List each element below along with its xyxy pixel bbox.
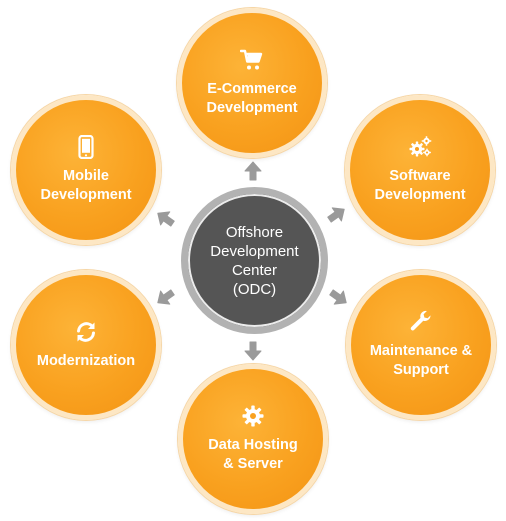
modernization-label: Modernization <box>36 352 136 369</box>
center-label-line3: Center <box>231 261 277 279</box>
center-label-line1: Offshore <box>225 223 284 241</box>
mobile-phone-icon <box>78 135 94 159</box>
ecommerce-label-line1: E-Commerce <box>207 81 297 97</box>
maintenance-label-line2: Support <box>393 362 449 378</box>
node-modernization: Modernization <box>11 270 161 420</box>
software-label-line2: Development <box>374 187 466 203</box>
maintenance-label-line1: Maintenance & <box>369 343 473 359</box>
shopping-cart-icon <box>240 49 263 70</box>
mobile-label-line2: Development <box>40 187 132 203</box>
node-ecommerce-development: E-Commerce Development <box>177 8 327 158</box>
wrench-icon <box>410 310 431 331</box>
gears-icon <box>409 136 432 157</box>
refresh-icon <box>77 321 95 342</box>
node-maintenance-support: Maintenance & Support <box>346 270 496 420</box>
node-mobile-development: Mobile Development <box>11 95 161 245</box>
gear-icon <box>242 405 264 427</box>
node-software-development: Software Development <box>345 95 495 245</box>
ecommerce-label-line2: Development <box>206 100 298 116</box>
arrow-to-modernization <box>157 289 175 305</box>
center-label-line2: Development <box>210 242 299 260</box>
arrow-to-software <box>327 207 345 223</box>
mobile-label-line1: Mobile <box>63 168 109 184</box>
node-data-hosting-server: Data Hosting & Server <box>178 364 328 514</box>
software-label-line1: Software <box>389 168 451 184</box>
arrow-to-maintenance <box>329 289 347 305</box>
arrow-to-mobile <box>157 211 175 227</box>
data-hosting-label-line2: & Server <box>223 456 283 472</box>
data-hosting-label-line1: Data Hosting <box>208 437 298 453</box>
arrow-to-ecommerce <box>244 161 262 181</box>
arrow-to-data-hosting <box>244 341 262 361</box>
center-hub-odc: Offshore Development Center (ODC) <box>181 187 328 334</box>
center-label-line4: (ODC) <box>232 280 277 298</box>
